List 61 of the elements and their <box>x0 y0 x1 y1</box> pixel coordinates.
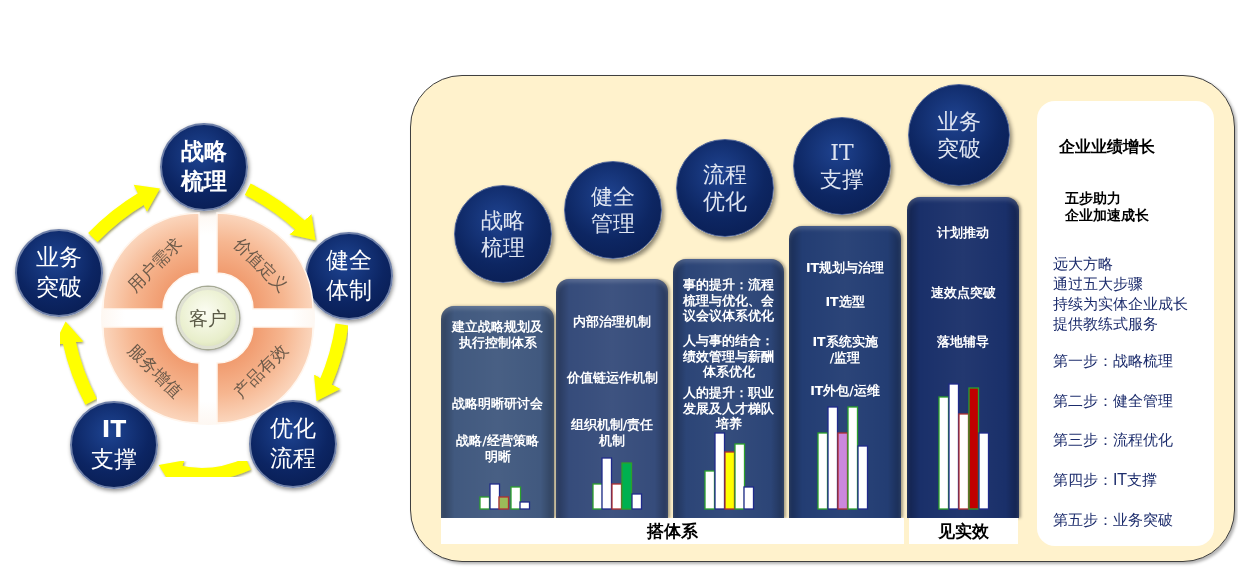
band-label: 见实效 <box>938 520 989 542</box>
bullet-text: 人与事的结合：绩效管理与薪酬体系优化 <box>682 333 775 380</box>
column-card <box>907 197 1019 518</box>
card-text: 通过五大步骤 <box>1053 275 1143 293</box>
segment-label: 服务增值 <box>124 340 186 402</box>
step-circle <box>70 401 158 489</box>
card-subheading: 五步助力 <box>1065 190 1121 207</box>
step-circle <box>160 123 248 211</box>
column-card <box>789 226 901 518</box>
cycle-arrow <box>54 320 97 405</box>
bullet-text: 战略明晰研讨会 <box>452 396 543 412</box>
card-text: 第一步：战略梳理 <box>1053 352 1173 370</box>
step-circle <box>249 400 337 488</box>
step-label: 健全体制 <box>325 246 373 305</box>
segment-label: 产品有效 <box>230 340 292 402</box>
step-circle <box>15 229 103 317</box>
card-text: 第四步：IT支撑 <box>1053 471 1157 489</box>
cycle-arrow <box>156 457 251 488</box>
label-band <box>909 518 1018 544</box>
column-card <box>556 279 668 518</box>
card-text: 第三步：流程优化 <box>1053 431 1173 449</box>
bullet-text: 价值链运作机制 <box>566 370 658 386</box>
bullet-text: 组织机制/责任机制 <box>569 417 655 449</box>
step-label: IT 支撑 <box>819 138 865 194</box>
column-card <box>673 259 784 518</box>
bullet-text: IT规划与治理 <box>805 260 885 276</box>
card-text: 持续为实体企业成长 <box>1053 295 1188 313</box>
step-label: 业务突破 <box>936 107 982 163</box>
step-label: 战略梳理 <box>480 206 526 262</box>
container-panel <box>410 75 1235 562</box>
bullet-text: 计划推动 <box>937 225 989 241</box>
bullet-text: 落地辅导 <box>937 334 989 350</box>
card-text: 远大方略 <box>1053 255 1113 273</box>
bullet-text: 事的提升：流程梳理与优化、会议会议体系优化 <box>681 277 775 324</box>
card-text: 第五步：业务突破 <box>1053 511 1173 529</box>
label-band <box>441 518 904 544</box>
bullet-text: 人的提升：职业发展及人才梯队培养 <box>682 385 775 432</box>
step-label: 优化流程 <box>269 414 317 473</box>
center-label: 客户 <box>189 306 227 330</box>
card-heading: 企业业绩增长 <box>1059 137 1155 157</box>
step-circle <box>305 232 393 320</box>
segment-label: 价值定义 <box>230 234 292 296</box>
bullet-text: IT选型 <box>825 294 865 310</box>
bullet-text: 内部治理机制 <box>573 314 651 330</box>
bullet-text: IT系统实施/监理 <box>811 334 879 366</box>
step-label: IT 支撑 <box>90 415 138 474</box>
step-label: 战略梳理 <box>179 137 228 196</box>
card-text: 第二步：健全管理 <box>1053 392 1173 410</box>
bullet-text: 建立战略规划及执行控制体系 <box>451 319 544 351</box>
card-subheading: 企业加速成长 <box>1065 207 1149 224</box>
bullet-text: IT外包/运维 <box>810 383 880 399</box>
column-card <box>441 306 554 518</box>
card-text: 提供教练式服务 <box>1053 315 1158 333</box>
step-label: 流程优化 <box>702 160 748 216</box>
step-label: 健全管理 <box>590 182 636 238</box>
band-label: 搭体系 <box>647 520 698 542</box>
step-label: 业务突破 <box>35 243 83 302</box>
bullet-text: 速效点突破 <box>930 285 996 301</box>
info-card <box>1037 101 1214 546</box>
segment-label: 用户需求 <box>124 234 186 296</box>
bullet-text: 战略/经营策略明晰 <box>455 433 540 465</box>
